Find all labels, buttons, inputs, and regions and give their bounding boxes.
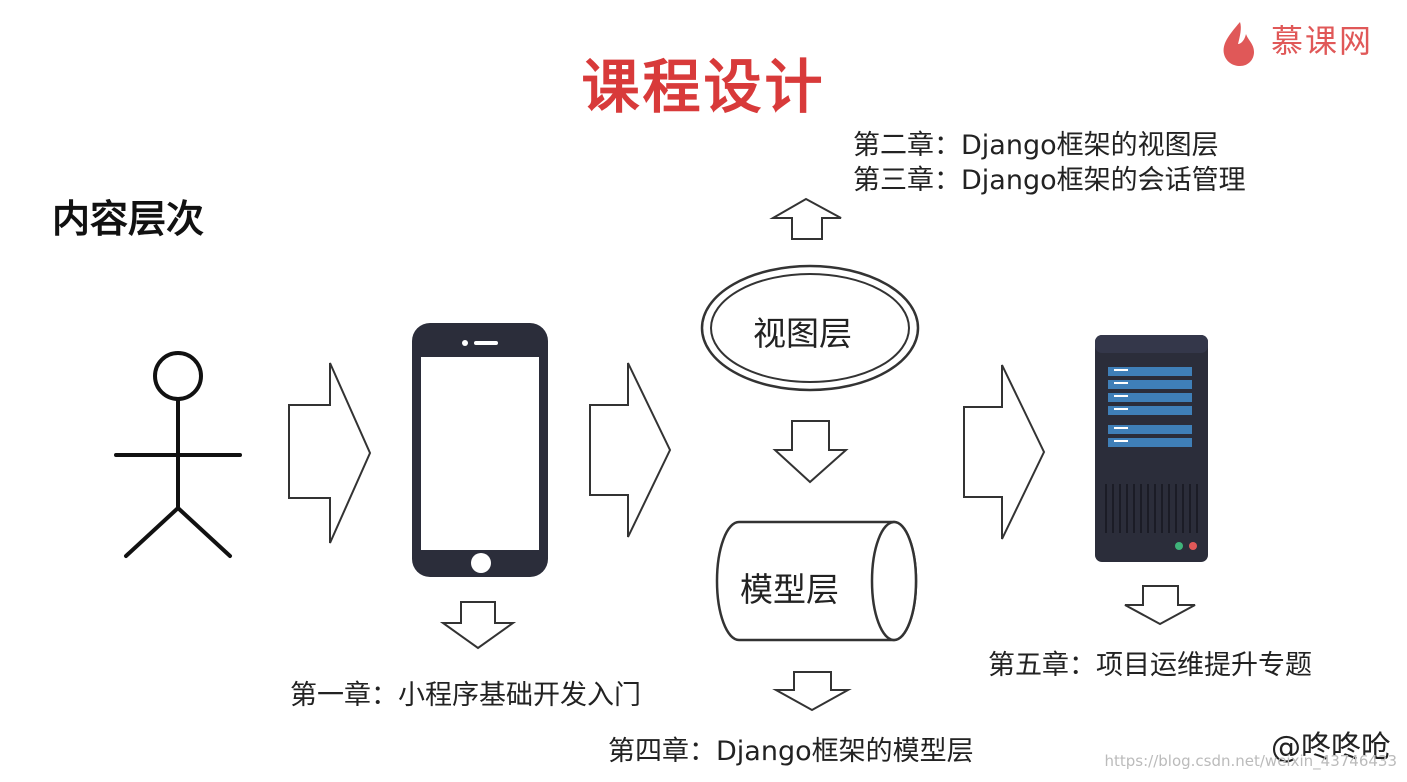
chapter-5-caption: 第五章：项目运维提升专题 [988, 650, 1312, 681]
chapter-4-caption: 第四章：Django框架的模型层 [608, 736, 974, 767]
server-icon [1095, 335, 1208, 562]
view-layer-node [700, 264, 920, 392]
page-title: 课程设计 [581, 53, 826, 121]
arrow-up-icon [769, 197, 842, 240]
view-layer-label: 视图层 [753, 314, 852, 353]
brand-logo: 慕课网 [1271, 16, 1373, 62]
arrow-right-icon [963, 364, 1046, 540]
brand-name: 慕课网 [1270, 22, 1373, 60]
arrow-down-icon [1124, 585, 1196, 626]
smartphone-icon [412, 323, 548, 577]
arrow-right-icon [589, 362, 672, 538]
flame-icon [1223, 22, 1254, 66]
chapter-1-caption: 第一章：小程序基础开发入门 [290, 680, 641, 711]
model-layer-label: 模型层 [740, 570, 839, 609]
model-layer-node [715, 520, 918, 642]
stick-figure-icon [114, 351, 242, 558]
arrow-down-icon [439, 601, 517, 650]
arrow-right-icon [288, 362, 372, 544]
arrow-down-icon [772, 671, 852, 712]
chapter-3-caption: 第三章：Django框架的会话管理 [853, 165, 1246, 196]
arrow-down-icon [772, 420, 849, 484]
watermark-url: https://blog.csdn.net/weixin_43746433 [1104, 752, 1397, 770]
author-handle: @咚咚呛 [1271, 730, 1391, 765]
section-heading: 内容层次 [52, 197, 205, 241]
chapter-2-caption: 第二章：Django框架的视图层 [853, 130, 1219, 161]
